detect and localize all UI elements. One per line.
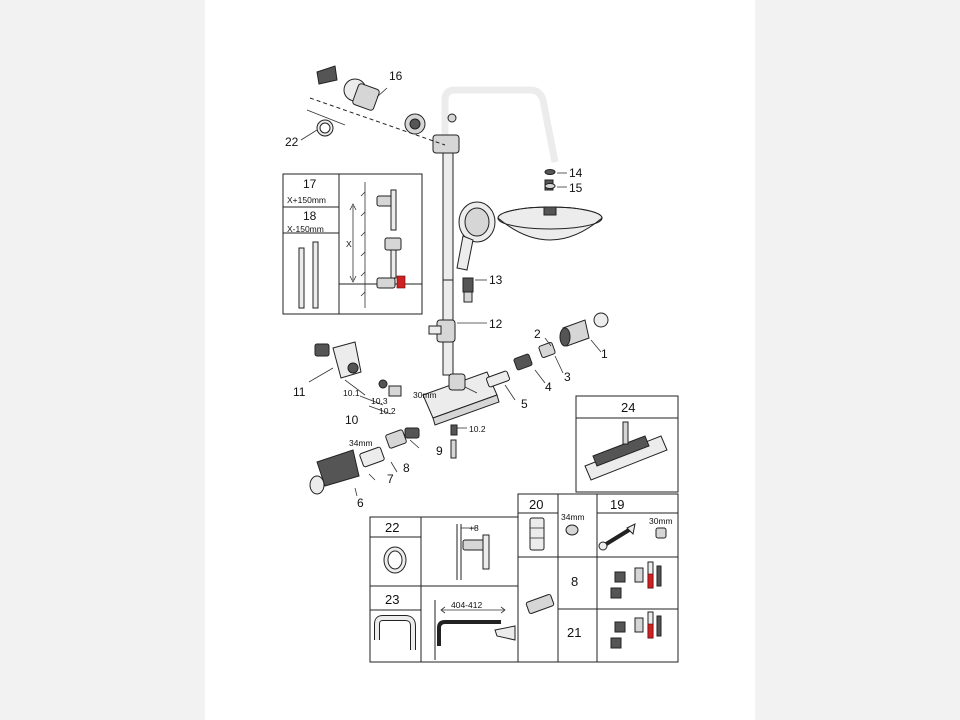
dim-34mm: 34mm [349, 438, 373, 448]
wall-bracket-assembly [306, 65, 446, 146]
table-30mm: 30mm [649, 516, 673, 526]
callout-10-2: 10.2 [379, 406, 396, 416]
callout-1: 1 [601, 347, 608, 361]
thermostat-body [422, 371, 500, 459]
inset-22-number: 22 [385, 520, 399, 535]
callout-8: 8 [403, 461, 410, 475]
callout-9: 9 [436, 444, 443, 458]
service-parts-table: 20 34mm 19 30mm 8 21 [517, 493, 679, 663]
callout-labels: 16 22 14 15 13 12 1 2 3 4 5 11 10.1 10.3… [285, 69, 608, 510]
dim-30mm: 30mm [413, 390, 437, 400]
inset-shelf-24: 24 [575, 395, 679, 493]
inset-18: 18 [303, 209, 317, 223]
head-shower [497, 169, 603, 241]
inset-x-dimension: X [346, 239, 352, 249]
callout-16: 16 [389, 69, 403, 83]
inset-24-number: 24 [621, 400, 635, 415]
callout-14: 14 [569, 166, 583, 180]
parts-diagram-sheet: 16 22 14 15 13 12 1 2 3 4 5 11 10.1 10.3… [205, 0, 755, 720]
callout-5: 5 [521, 397, 528, 411]
callout-10-1: 10.1 [343, 388, 360, 398]
thermometer-icon [610, 611, 662, 649]
callout-10: 10 [345, 413, 359, 427]
inset-plus8: +8 [469, 523, 479, 533]
table-34mm: 34mm [561, 512, 585, 522]
callout-15: 15 [569, 181, 583, 195]
callout-7: 7 [387, 472, 394, 486]
callout-2: 2 [534, 327, 541, 341]
leader-lines [300, 87, 602, 497]
callout-12: 12 [489, 317, 503, 331]
table-21: 21 [567, 625, 581, 640]
wrench-icon [598, 523, 636, 551]
callout-4: 4 [545, 380, 552, 394]
inset-x-plus: X+150mm [287, 195, 326, 205]
callout-13: 13 [489, 273, 503, 287]
inset-23-number: 23 [385, 592, 399, 607]
callout-11: 11 [293, 385, 306, 399]
hand-shower [456, 201, 496, 303]
callout-22: 22 [285, 135, 299, 149]
inset-rail-length: 17 X+150mm 18 X-150mm X [282, 173, 423, 315]
table-20: 20 [529, 497, 543, 512]
left-handle-parts [309, 341, 420, 495]
exploded-view-drawing: 16 22 14 15 13 12 1 2 3 4 5 11 10.1 10.3… [282, 65, 679, 663]
slide-holder [428, 319, 456, 343]
thermometer-icon [610, 561, 662, 599]
table-19: 19 [610, 497, 624, 512]
inset-spare-22-23: 22 23 +8 404-412 [369, 516, 519, 663]
right-handle-parts [486, 312, 609, 388]
inset-span: 404-412 [451, 600, 482, 610]
callout-10-2-lower: 10.2 [469, 424, 486, 434]
inset-17: 17 [303, 177, 317, 191]
table-8: 8 [571, 574, 578, 589]
callout-10-3: 10.3 [371, 396, 388, 406]
callout-6: 6 [357, 496, 364, 510]
inset-x-minus: X-150mm [287, 224, 324, 234]
callout-3: 3 [564, 370, 571, 384]
